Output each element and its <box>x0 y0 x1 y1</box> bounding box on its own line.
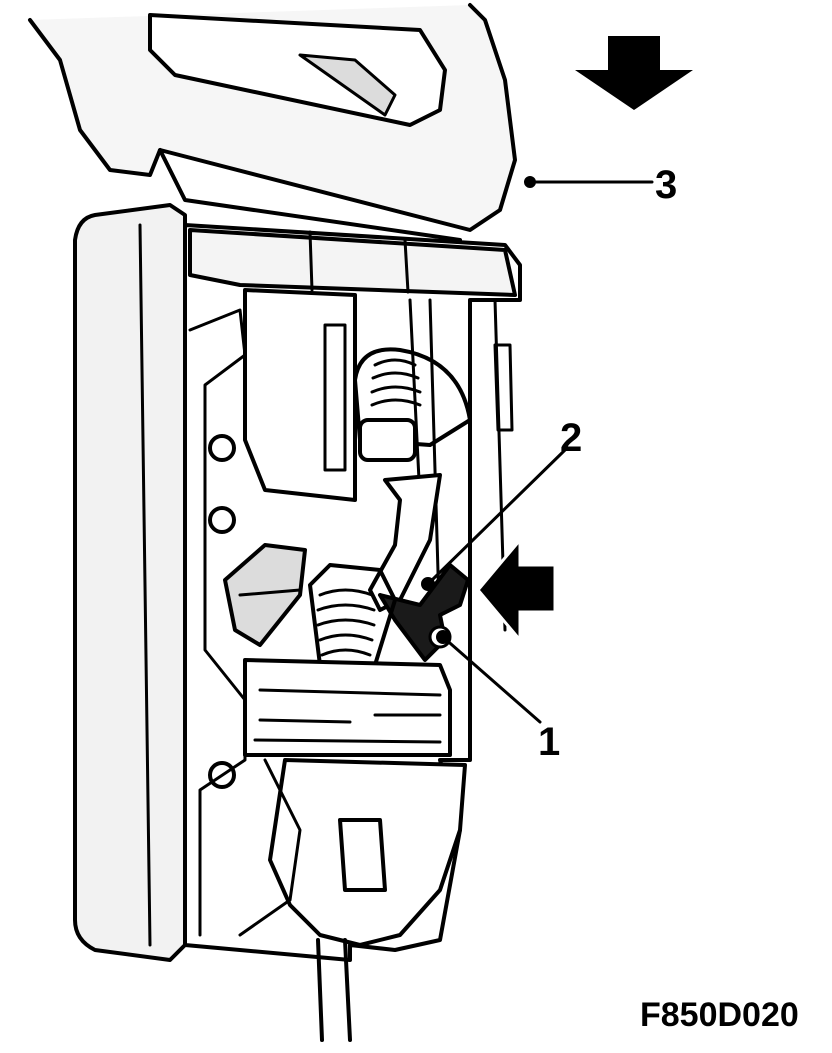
top-block <box>188 228 517 297</box>
cam-block-face <box>238 588 302 597</box>
plunger <box>358 418 417 462</box>
latch-notch <box>338 818 387 892</box>
right-guide-slot <box>493 343 514 432</box>
handle-edge <box>158 148 462 242</box>
arrow-left-icon <box>476 535 557 645</box>
hole-2 <box>208 506 236 534</box>
arrow-down-icon <box>575 36 693 110</box>
inner-slot <box>323 323 347 472</box>
leader-2-dot <box>421 577 435 591</box>
hole-1 <box>208 434 236 462</box>
pawl-lever <box>368 473 442 612</box>
latch-arm <box>238 758 302 937</box>
cable-right <box>343 938 352 1042</box>
catch-bar-lines <box>253 688 442 744</box>
leader-2 <box>428 448 567 584</box>
callout-1: 1 <box>538 720 561 764</box>
leader-1 <box>441 635 542 724</box>
inner-column <box>243 288 357 502</box>
top-block-divider <box>308 230 410 294</box>
leader-3-dot <box>524 176 536 188</box>
figure-code: F850D020 <box>640 996 799 1034</box>
hole-3 <box>208 761 236 789</box>
lower-spring <box>316 588 376 657</box>
cam-block <box>223 543 307 647</box>
upper-spring-housing <box>353 347 472 447</box>
housing-frame <box>73 203 187 962</box>
handle-slot-inner <box>298 53 397 117</box>
callout-2: 2 <box>560 416 583 460</box>
callout-3: 3 <box>655 163 678 207</box>
side-plate <box>188 308 247 937</box>
housing-inner-edge <box>138 223 152 947</box>
catch-bar <box>243 658 452 757</box>
leader-1-dot <box>436 630 450 644</box>
lock-release-part <box>378 563 470 662</box>
upper-spring <box>370 358 422 407</box>
cable-left <box>316 938 324 1042</box>
